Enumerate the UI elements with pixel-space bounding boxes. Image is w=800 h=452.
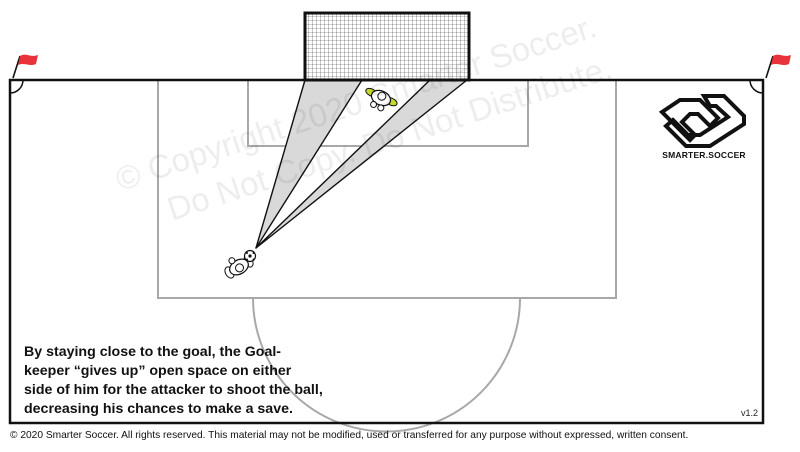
soccer-ball-icon	[243, 249, 257, 263]
caption-line-1: By staying close to the goal, the Goal-	[24, 344, 281, 360]
caption-line-4: decreasing his chances to make a save.	[24, 401, 293, 417]
penalty-arc	[252, 297, 521, 433]
attacker-player	[224, 255, 254, 279]
copyright-notice: © 2020 Smarter Soccer. All rights reserv…	[10, 430, 689, 441]
corner-arc-left	[9, 79, 24, 94]
penalty-box	[157, 79, 617, 299]
corner-flag-left	[12, 54, 38, 79]
version-label: v1.2	[741, 408, 759, 418]
corner-arc-right	[749, 79, 764, 94]
field-boundary	[8, 78, 765, 425]
smarter-soccer-logo-icon	[658, 94, 746, 148]
brand-name: SMARTER.SOCCER	[662, 150, 746, 160]
caption-line-3: side of him for the attacker to shoot th…	[24, 382, 323, 398]
diagram-caption: By staying close to the goal, the Goal- …	[24, 343, 354, 419]
caption-line-2: keeper “gives up” open space on either	[24, 363, 292, 379]
goal-net	[303, 11, 471, 82]
corner-flag-right	[765, 54, 791, 79]
goalkeeper-player	[365, 87, 398, 112]
